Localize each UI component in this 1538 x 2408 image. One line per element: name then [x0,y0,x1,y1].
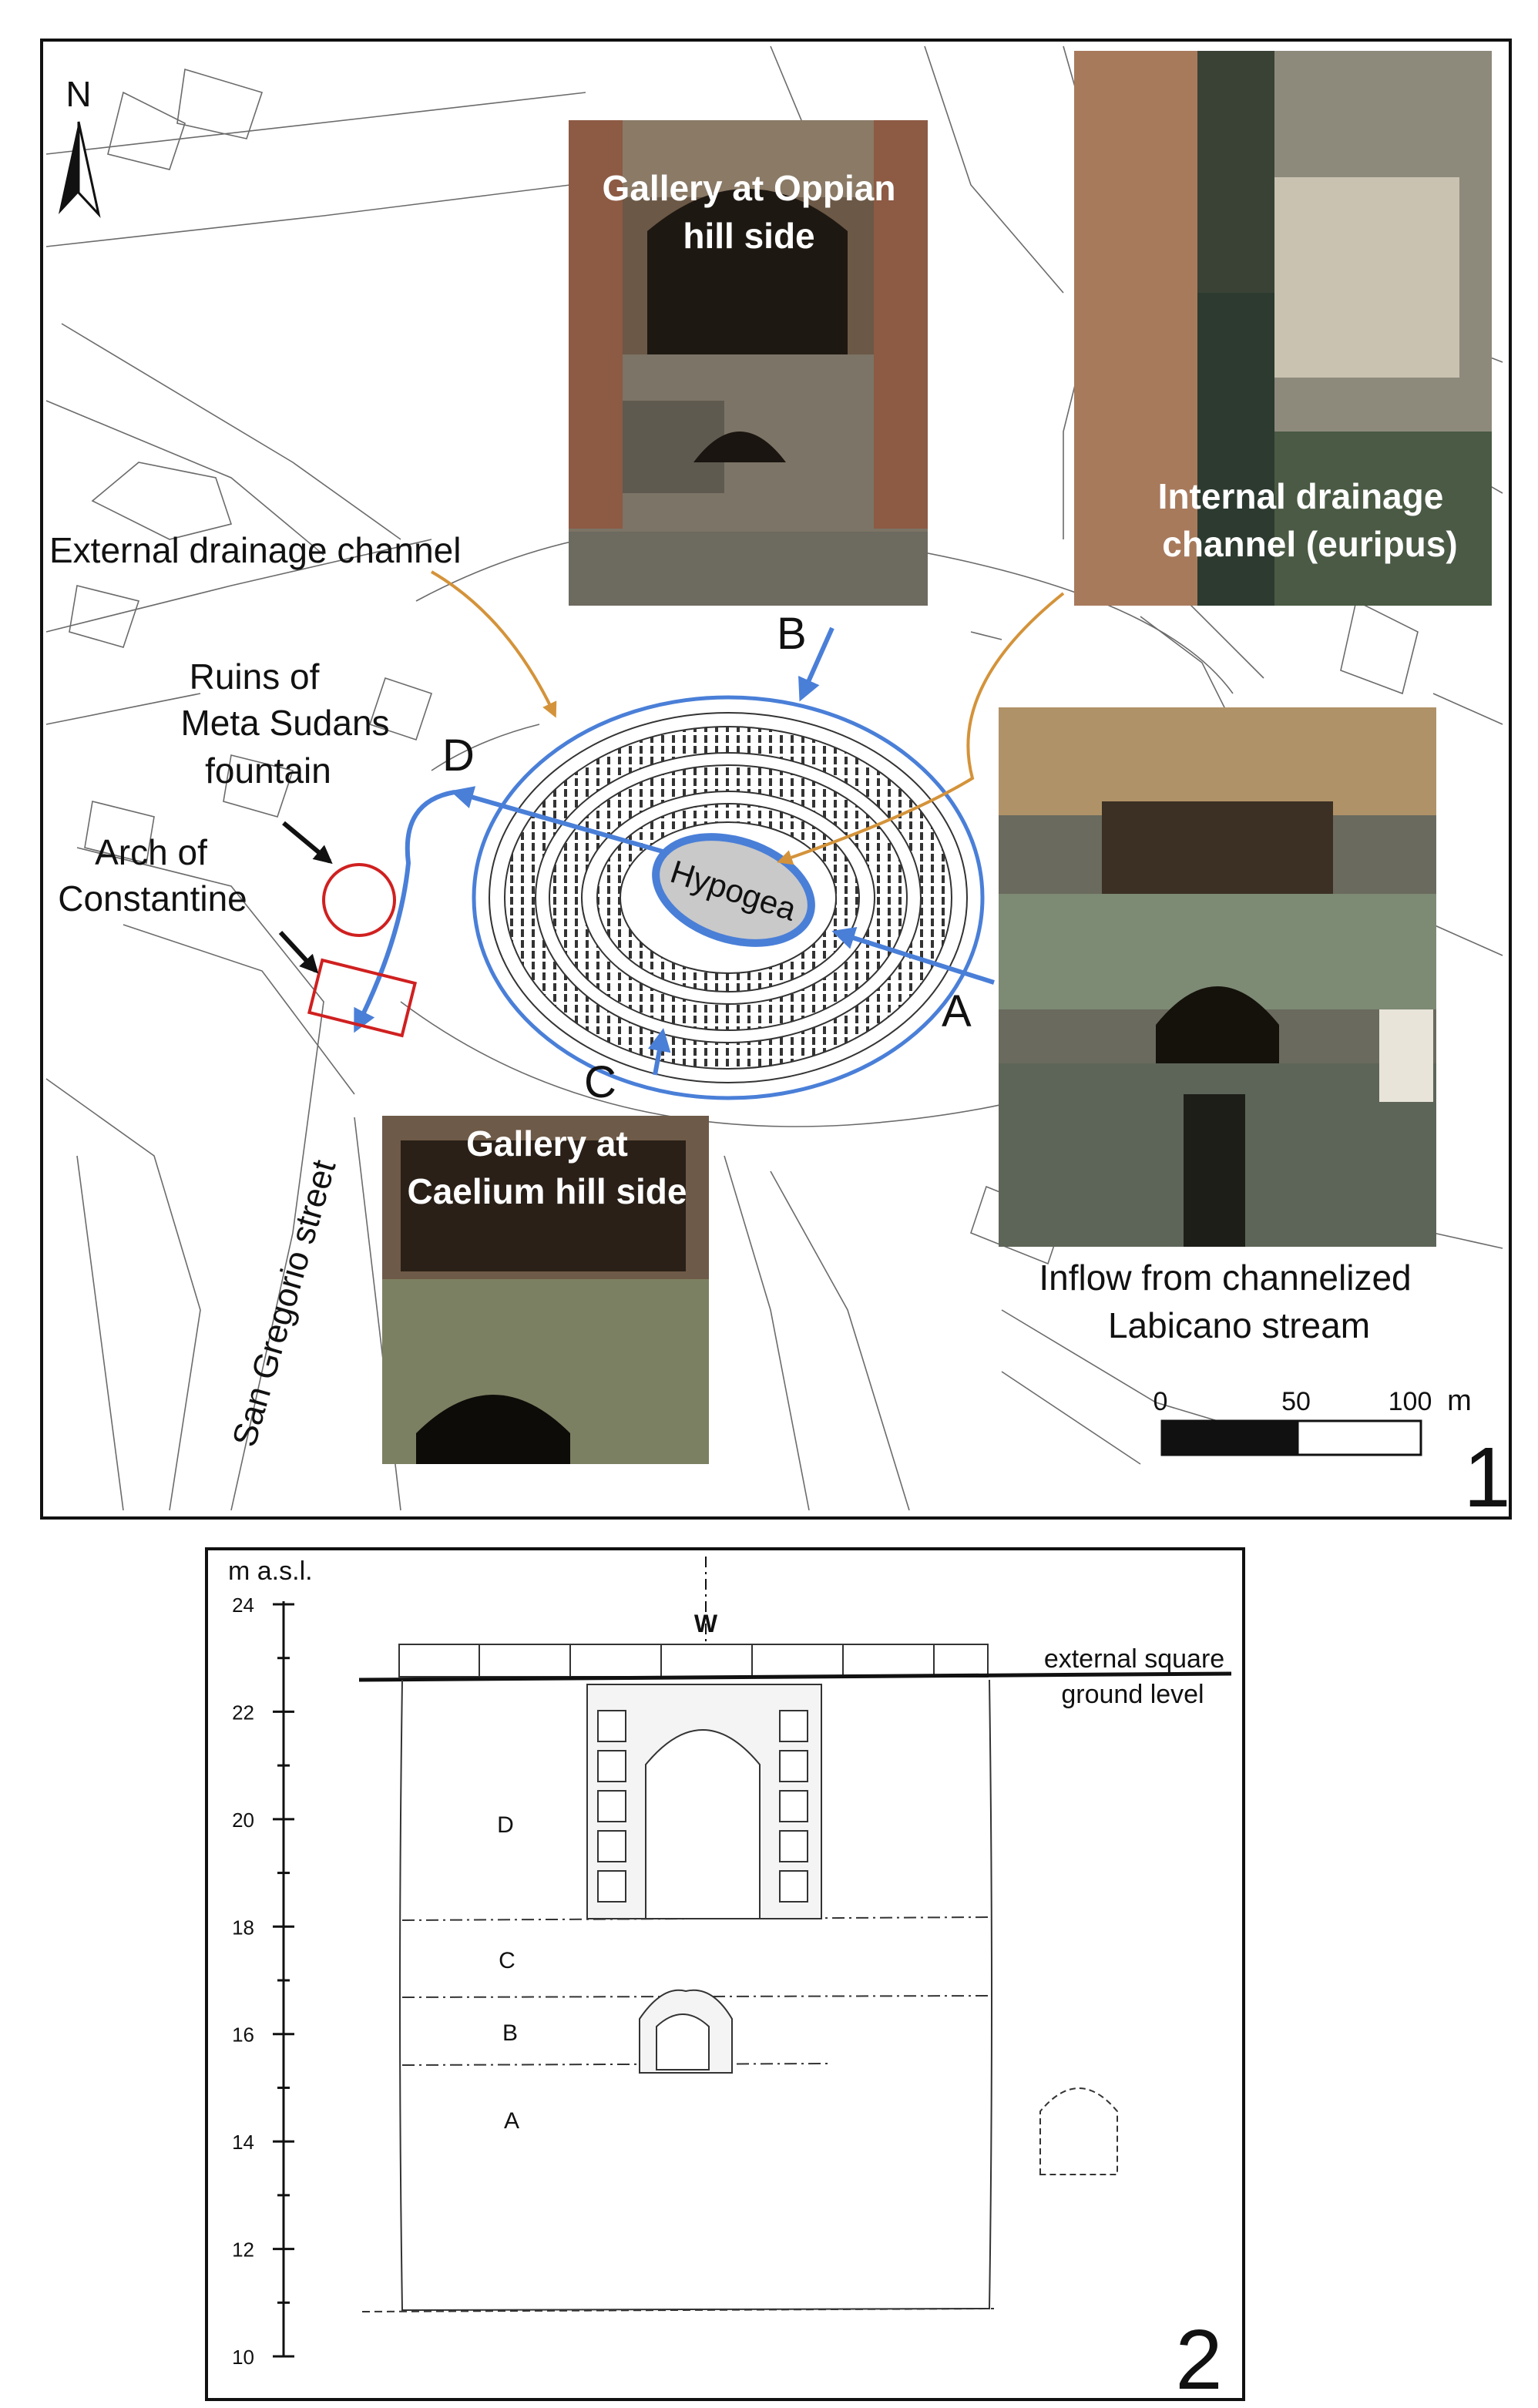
point-b-label: B [777,609,807,659]
pointer-arrows [278,821,333,974]
point-d-label: D [442,730,475,781]
foundation-bottom [361,2308,995,2312]
caelium-caption-line2: Caelium hill side [408,1171,687,1211]
north-label: N [65,74,91,114]
axis-tick-label: 12 [232,2238,254,2262]
axis-tick-label: 16 [232,2023,254,2047]
scale-tick-50: 50 [1281,1387,1311,1416]
axis-tick-label: 24 [232,1594,254,1617]
ground-level-line [358,1671,1232,1682]
euripus-caption-line2: channel (euripus) [1162,524,1457,564]
axis-tick-label: 20 [232,1809,254,1832]
photo-oppian-gallery [569,120,928,606]
leader-lines [430,570,1065,865]
scale-unit: m [1447,1385,1472,1417]
caelium-caption-line1: Gallery at [466,1123,628,1164]
axis-tick-labels: 24 22 20 18 16 14 12 10 [232,1594,254,2369]
point-c-label: C [584,1057,616,1107]
layer-a-label: A [504,2108,519,2134]
oppian-caption-line1: Gallery at Oppian [603,168,896,208]
meta-sudans-label-line1: Ruins of [190,657,320,697]
scale-tick-0: 0 [1154,1387,1168,1416]
layer-d-label: D [497,1812,514,1838]
external-drainage-label: External drainage channel [49,530,461,570]
euripus-caption-line1: Internal drainage [1158,476,1444,516]
pavement-blocks [398,1644,989,1678]
axis-ticks [273,1603,294,2358]
point-a-label: A [942,986,972,1036]
hypogea-area [652,833,815,947]
arch-constantine-marker [307,958,418,1038]
panel-2-number: 2 [1175,2312,1222,2407]
scale-bar [1160,1419,1422,1456]
photo-caelium-gallery [382,1116,709,1464]
arch-label-line2: Constantine [58,878,247,919]
photo-internal-drainage [1074,51,1492,606]
inflow-label-line1: Inflow from channelized [1039,1258,1411,1298]
scale-tick-100: 100 [1389,1387,1432,1416]
lower-gallery [639,1989,733,2074]
axis-label: m a.s.l. [228,1557,313,1586]
panel-1-number: 1 [1463,1430,1510,1525]
layer-c-label: C [499,1948,515,1973]
top-label-w: W [694,1610,718,1637]
meta-sudans-marker [322,863,396,937]
ground-label-line1: external square [1044,1644,1224,1674]
oppian-caption-line2: hill side [683,216,814,256]
axis-tick-label: 14 [232,2131,254,2154]
meta-sudans-label-line2: Meta Sudans [180,703,389,743]
water-flow-paths [354,626,995,1076]
axis-tick-label: 10 [232,2346,254,2369]
axis-tick-label: 18 [232,1916,254,1939]
ground-label-line2: ground level [1061,1680,1204,1709]
axis-tick-label: 22 [232,1701,254,1724]
photo-labicano-inflow [999,707,1436,1247]
upper-gallery [586,1684,822,1919]
right-dashed-arch [1039,2087,1118,2175]
north-arrow-icon [59,121,101,219]
inflow-label-line2: Labicano stream [1108,1305,1370,1345]
map-panel: N Hypogea A B C D [40,39,1512,1525]
layer-b-label: B [502,2020,518,2046]
meta-sudans-label-line3: fountain [205,751,331,791]
arch-label-line1: Arch of [95,832,207,872]
